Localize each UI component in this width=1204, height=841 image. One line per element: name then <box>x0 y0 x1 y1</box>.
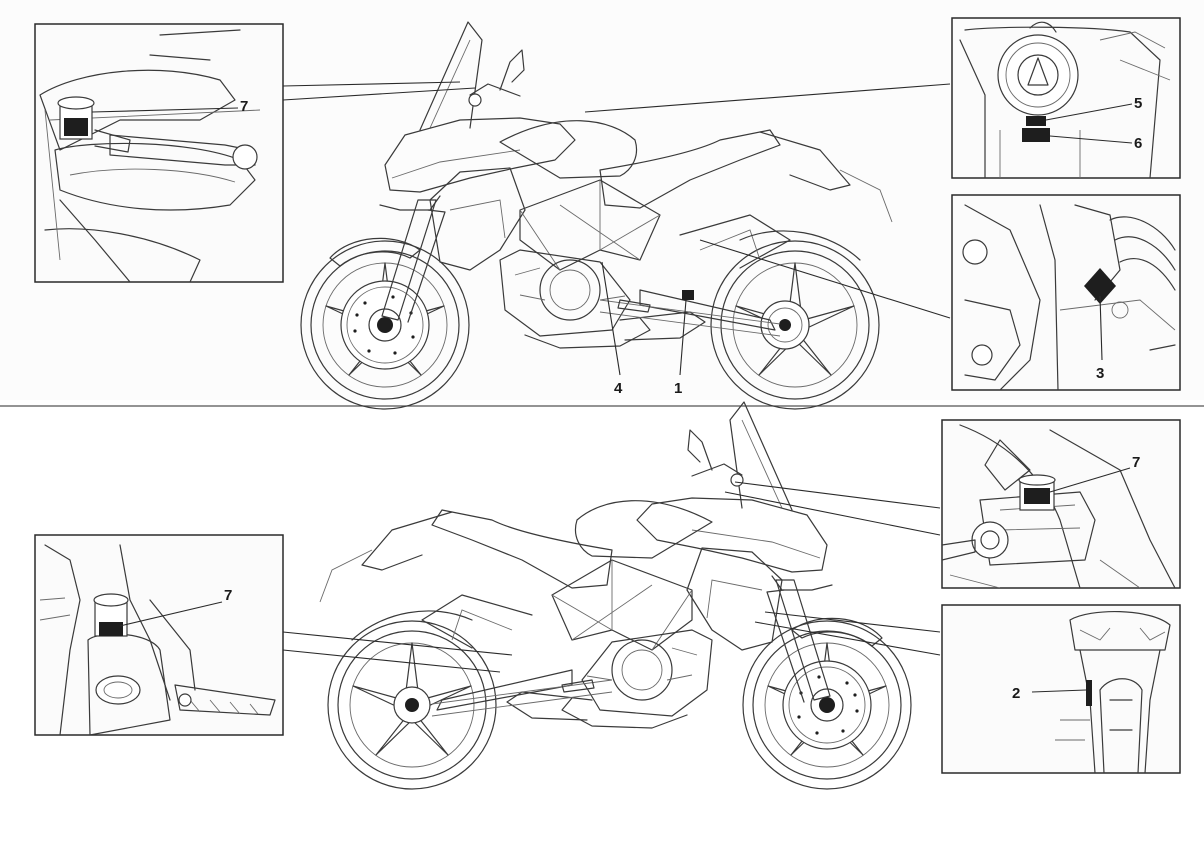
detail-panel-frame: 3 <box>951 194 1181 391</box>
detail-panel-handlebar-right: 7 <box>941 419 1181 589</box>
detail-panel-fork: 2 <box>941 604 1181 774</box>
detail-panel-handlebar-left: 7 <box>34 23 284 283</box>
top-motorcycle <box>300 21 893 410</box>
bottom-leader-lines <box>282 481 941 673</box>
callout-5: 5 <box>1134 95 1142 112</box>
frame-diamond-label <box>1084 268 1116 304</box>
top-callout-1: 1 <box>674 380 682 397</box>
top-leader-lines <box>282 81 951 376</box>
callout-7-rear-reservoir: 7 <box>224 587 232 604</box>
fork-label <box>1086 680 1092 706</box>
callout-3: 3 <box>1096 365 1104 382</box>
callout-2: 2 <box>1012 685 1020 702</box>
detail-panel-rear-reservoir: 7 <box>34 534 284 736</box>
tank-label-lower <box>1022 128 1050 142</box>
rear-reservoir-sticker <box>99 622 123 636</box>
tank-label-upper <box>1026 116 1046 126</box>
top-label-marker-1 <box>682 290 694 300</box>
detail-panel-fuel-tank: 5 6 <box>951 17 1181 179</box>
handlebar-reservoir-sticker <box>64 118 88 136</box>
top-rear-sprocket <box>760 300 810 350</box>
callout-7-handlebar-right: 7 <box>1132 454 1140 471</box>
bottom-motorcycle <box>319 401 912 790</box>
top-callout-4: 4 <box>614 380 623 397</box>
handlebar-right-reservoir-sticker <box>1024 488 1050 504</box>
top-front-brake-disc <box>340 280 430 370</box>
callout-6: 6 <box>1134 135 1142 152</box>
callout-7-handlebar-left: 7 <box>240 98 248 115</box>
